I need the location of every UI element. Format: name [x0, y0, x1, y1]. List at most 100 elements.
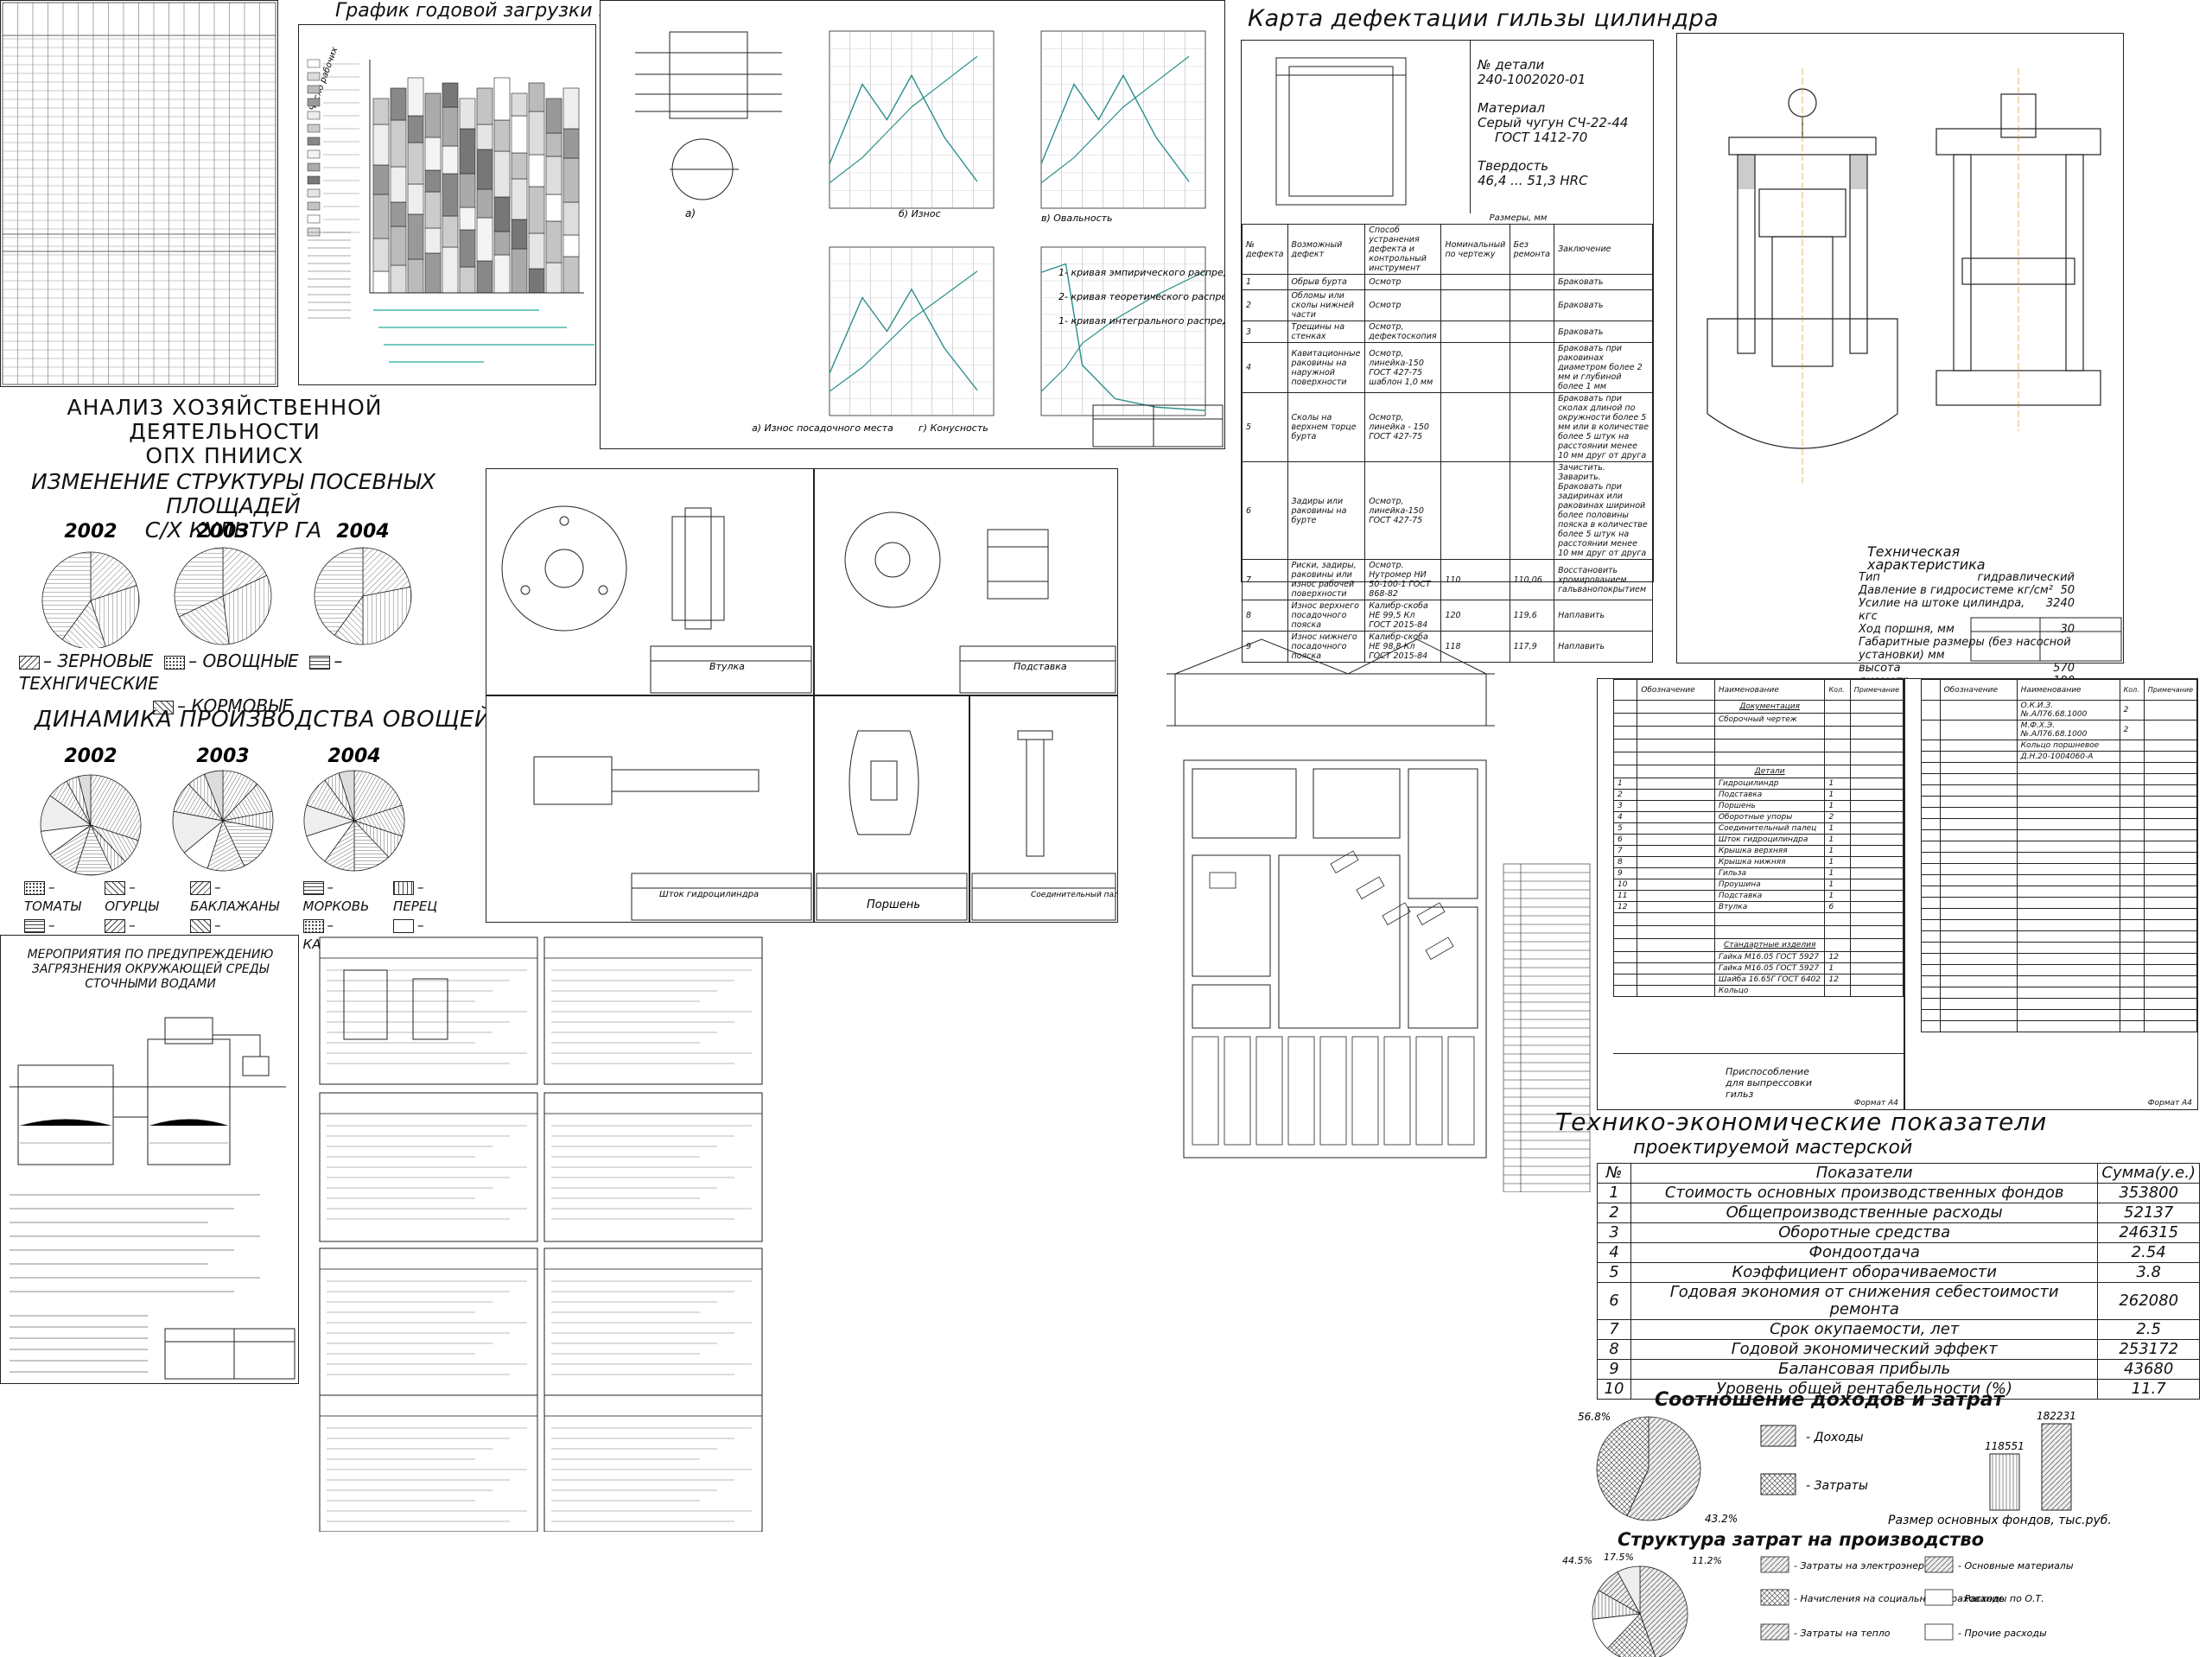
gantt-bar — [563, 201, 580, 236]
piston-drawing: Поршень — [816, 730, 968, 921]
defect-cell: Износ нижнего посадочного пояска — [1287, 631, 1366, 663]
spec-detail-item: Проушина — [1713, 879, 1826, 891]
econ-value: 52137 — [2097, 1203, 2200, 1223]
defect-cell: Трещины на стенках — [1287, 321, 1366, 343]
structure-title: ИЗМЕНЕНИЕ СТРУКТУРЫ ПОСЕВНЫХ ПЛОЩАДЕЙ С/… — [9, 470, 458, 543]
material-label: Материал — [1478, 100, 1546, 116]
gantt-bar — [459, 128, 476, 175]
legend-item-grain: – ЗЕРНОВЫЕ — [19, 651, 153, 671]
measures-title-2: ЗАГРЯЗНЕНИЯ ОКРУЖАЮЩЕЙ СРЕДЫ — [31, 962, 270, 976]
spec-h2: Кол. — [1824, 679, 1851, 701]
dynamics-year-2002: 2002 — [64, 746, 117, 767]
structure-title-2: С/Х КУЛЬТУР ГА — [144, 517, 322, 543]
gantt-bar — [545, 194, 563, 222]
econ-num: 7 — [1597, 1319, 1631, 1340]
stand-drawing: Подставка — [844, 511, 1116, 694]
dyn-legend-1: – ОГУРЦЫ — [105, 879, 159, 914]
econ-value: 11.7 — [2097, 1379, 2200, 1400]
gantt-bar — [528, 154, 545, 187]
spec-std-qty: 1 — [1824, 962, 1851, 975]
defect-cell: 117,9 — [1509, 631, 1555, 663]
press-spec-val: 50 — [2060, 584, 2075, 597]
press-spec-val: 570 — [2053, 662, 2075, 675]
econ-value: 262080 — [2097, 1282, 2200, 1320]
spec2-item: Кольцо поршневое — [2016, 740, 2120, 752]
spec1-format: Формат А4 — [1853, 1099, 1898, 1108]
workshop-plan — [1166, 638, 1591, 1192]
defect-cell: Задиры или раковины на бурте — [1287, 461, 1366, 560]
material-gost: ГОСТ 1412-70 — [1495, 130, 1588, 145]
defect-cell: Калибр-скоба НЕ 99,5 Кл ГОСТ 2015-84 — [1364, 600, 1442, 632]
econ-indicator: Оборотные средства — [1630, 1222, 2099, 1243]
press-spec-key: Габаритные размеры (без насосной установ… — [1859, 636, 2071, 662]
spec2-qty: 2 — [2119, 700, 2145, 721]
gantt-bar — [390, 225, 407, 266]
gantt-bar — [407, 183, 424, 215]
ratio-title: Соотношение доходов и затрат — [1655, 1389, 2005, 1411]
press-spec-key: Давление в гидросистеме кг/см² — [1859, 584, 2053, 597]
spec-section-docs: Документация — [1713, 700, 1826, 714]
ratio-legend-costs: - Затраты — [1806, 1479, 1868, 1493]
spec1-stamp: Приспособление для выпрессовки гильз — [1726, 1066, 1812, 1100]
spec2-h0: Обозначение — [1939, 679, 2018, 701]
defect-cell: Осмотр — [1364, 274, 1442, 290]
spec-doc-item: Сборочный чертеж — [1713, 713, 1826, 727]
spec-row — [1612, 739, 1904, 752]
gantt-bar — [442, 82, 459, 108]
gantt-bar — [372, 124, 390, 166]
spec-detail-item: Гильза — [1713, 867, 1826, 879]
spec-detail-item: Гидроцилиндр — [1713, 778, 1826, 790]
part-label-piston: Поршень — [867, 898, 920, 911]
pie-slice — [178, 595, 230, 645]
econ-num: 1 — [1597, 1183, 1631, 1203]
measures-sheet: МЕРОПРИЯТИЯ ПО ПРЕДУПРЕЖДЕНИЮ ЗАГРЯЗНЕНИ… — [0, 935, 299, 1384]
pie-slice — [172, 810, 224, 854]
defect-cell: Зачистить. Заварить. Браковать при задир… — [1554, 461, 1653, 560]
dynamics-year-2003: 2003 — [196, 746, 249, 767]
pie-slice — [353, 770, 403, 822]
defect-header-5: Заключение — [1554, 224, 1653, 275]
gantt-bar — [563, 87, 580, 130]
econ-value: 43680 — [2097, 1359, 2200, 1380]
spec-std-item: Гайка М16.05 ГОСТ 5927 — [1713, 962, 1826, 975]
gantt-bar — [476, 188, 493, 219]
econ-indicator: Стоимость основных производственных фонд… — [1630, 1183, 2099, 1203]
spec-detail-item: Крышка верхняя — [1713, 845, 1826, 857]
press-spec-key: высота — [1859, 662, 1901, 675]
settling-tank-drawing — [10, 1017, 296, 1380]
measures-title-3: СТОЧНЫМИ ВОДАМИ — [85, 977, 216, 991]
pie-slice — [222, 547, 268, 597]
part-no-label: № детали — [1478, 57, 1545, 73]
activity-table-sheet — [0, 0, 278, 387]
gantt-bar — [563, 256, 580, 294]
dynamics-pies: 2002 2003 2004 — [40, 746, 405, 876]
gantt-bar — [459, 206, 476, 231]
spec-row — [1612, 752, 1904, 765]
econ-indicator: Коэффициент оборачиваемости — [1630, 1262, 2099, 1283]
dynamics-title: ДИНАМИКА ПРОИЗВОДСТВА ОВОЩЕЙ ГА — [35, 707, 528, 733]
gantt-bar — [442, 145, 459, 175]
gantt-bar — [476, 87, 493, 125]
spec-detail-qty: 6 — [1824, 901, 1851, 913]
press-spec-row: Давление в гидросистеме кг/см² 50 — [1859, 584, 2075, 597]
gantt-bar — [528, 268, 545, 294]
defect-cell — [1440, 342, 1510, 393]
gantt-bar — [424, 252, 442, 294]
gantt-bar — [493, 196, 511, 232]
defect-size-header: Размеры, мм — [1489, 213, 1548, 223]
gantt-bar — [424, 169, 442, 193]
econ-header-2: Сумма(у.е.) — [2097, 1163, 2200, 1184]
costs-swatch — [1760, 1556, 1789, 1573]
pie-slice — [1639, 1565, 1688, 1657]
gantt-bar — [442, 215, 459, 248]
econ-value: 253172 — [2097, 1339, 2200, 1360]
